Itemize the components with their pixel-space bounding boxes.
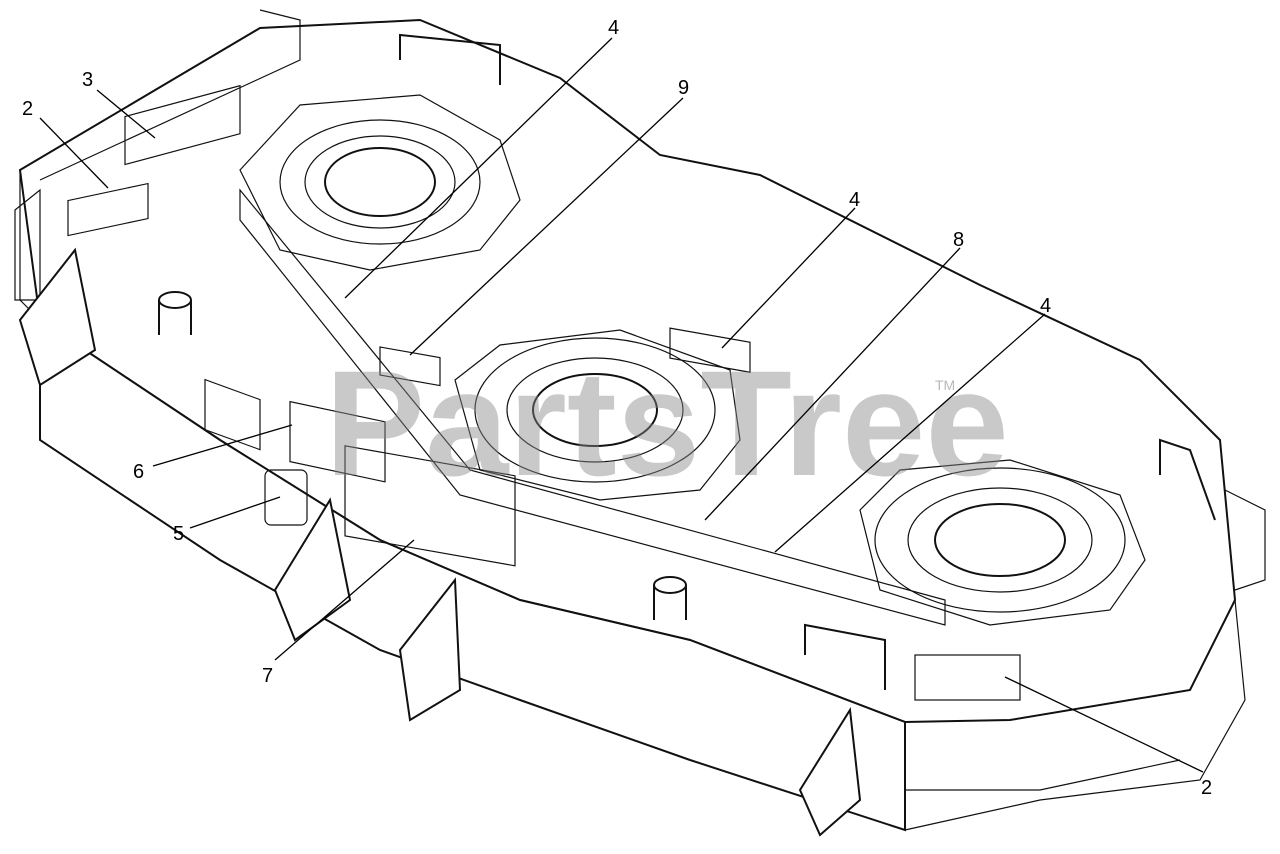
callout-5: 5 bbox=[173, 496, 281, 545]
callout-6: 6 bbox=[133, 424, 293, 483]
callout-number: 7 bbox=[262, 665, 273, 687]
front-gauge-wheel-brackets bbox=[18, 247, 862, 837]
callout-number: 4 bbox=[608, 17, 619, 39]
right-spindle bbox=[859, 459, 1146, 626]
callout-number: 4 bbox=[849, 189, 860, 211]
callout-8: 8 bbox=[704, 229, 964, 521]
decals bbox=[67, 84, 1021, 701]
callout-4-center: 4 bbox=[721, 189, 860, 349]
rear-handle bbox=[399, 33, 501, 85]
callout-number: 5 bbox=[173, 523, 184, 545]
callout-number: 3 bbox=[82, 69, 93, 91]
callout-2-left: 2 bbox=[22, 98, 109, 189]
callout-3: 3 bbox=[82, 69, 156, 139]
trademark-mark: TM bbox=[935, 377, 955, 393]
callout-number: 8 bbox=[953, 229, 964, 251]
callout-number: 2 bbox=[1201, 777, 1212, 799]
callout-number: 6 bbox=[133, 461, 144, 483]
callout-number: 9 bbox=[678, 77, 689, 99]
left-spindle bbox=[239, 94, 521, 271]
callout-number: 2 bbox=[22, 98, 33, 120]
partstree-watermark: PartsTree bbox=[325, 339, 1009, 507]
pivot-posts bbox=[158, 291, 687, 620]
callout-9: 9 bbox=[409, 77, 689, 356]
callout-2-right: 2 bbox=[1004, 676, 1212, 799]
right-handle bbox=[1159, 438, 1216, 521]
mower-deck bbox=[14, 9, 1266, 832]
callout-7: 7 bbox=[262, 539, 415, 687]
center-spindle bbox=[454, 329, 741, 501]
callout-number: 4 bbox=[1040, 295, 1051, 317]
callout-4-right: 4 bbox=[774, 295, 1051, 553]
front-handle bbox=[804, 623, 886, 690]
callout-4-left: 4 bbox=[344, 17, 619, 299]
